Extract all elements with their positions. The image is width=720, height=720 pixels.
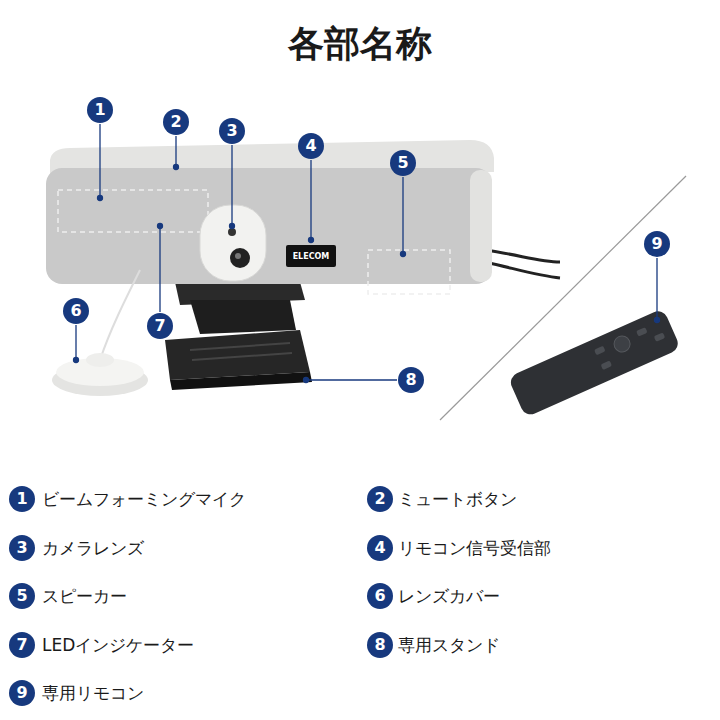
- callout-number: 8: [398, 367, 424, 393]
- callout-number: 6: [367, 583, 393, 609]
- callout-number: 4: [367, 535, 393, 561]
- callout-number: 1: [87, 97, 113, 123]
- part-name: カメラレンズ: [42, 536, 144, 559]
- callout-number: 9: [9, 680, 35, 706]
- part-name: ビームフォーミングマイク: [42, 488, 246, 511]
- callout-number: 7: [147, 313, 173, 339]
- part-name: 専用リモコン: [42, 682, 144, 705]
- callout-number: 5: [390, 150, 416, 176]
- page-title: 各部名称: [0, 20, 720, 69]
- callout-number: 8: [367, 632, 393, 658]
- callout-number: 2: [367, 486, 393, 512]
- part-name: ミュートボタン: [398, 488, 517, 511]
- part-name: 専用スタンド: [398, 633, 500, 656]
- brand-badge: ELECOM: [293, 252, 330, 261]
- part-name: LEDインジケーター: [42, 633, 194, 656]
- callout-number: 4: [298, 133, 324, 159]
- callout-number: 2: [163, 109, 189, 135]
- part-name: スピーカー: [42, 585, 127, 608]
- callout-number: 5: [9, 583, 35, 609]
- callout-number: 3: [219, 118, 245, 144]
- callout-number: 9: [644, 231, 670, 257]
- callout-number: 3: [9, 535, 35, 561]
- part-name: レンズカバー: [398, 585, 500, 608]
- callout-number: 7: [9, 632, 35, 658]
- callout-number: 1: [9, 486, 35, 512]
- part-name: リモコン信号受信部: [398, 536, 551, 559]
- callout-number: 6: [63, 298, 89, 324]
